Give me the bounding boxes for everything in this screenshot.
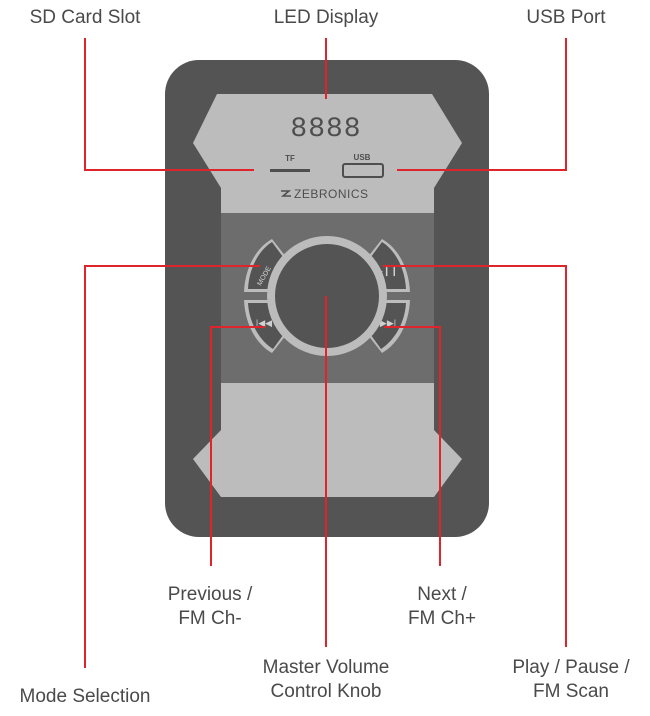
next-label: Next /FM Ch+	[407, 584, 477, 629]
led-digits: 8888	[290, 114, 361, 145]
play-pause-callout-line	[383, 265, 567, 647]
zebronics-logo-icon: ZEBRONICS	[280, 187, 369, 201]
previous-callout-line	[210, 326, 265, 566]
play-pause-icon: ▶❙❙	[376, 266, 398, 277]
previous-icon: |◀◀	[256, 318, 272, 328]
usb-port[interactable]	[342, 163, 384, 178]
play-pause-label: Play / Pause /FM Scan	[512, 657, 630, 702]
sd-card-callout-line	[84, 38, 254, 171]
tf-slot[interactable]	[270, 169, 310, 172]
mode-callout-line	[84, 265, 260, 668]
led-display-label: LED Display	[273, 7, 379, 28]
usb-label: USB	[354, 153, 371, 162]
brand-text: ZEBRONICS	[294, 187, 369, 201]
next-icon: ▶▶|	[380, 318, 396, 328]
tf-label: TF	[285, 154, 295, 163]
previous-label: Previous /FM Ch-	[167, 584, 253, 629]
usb-port-callout-line	[397, 38, 567, 171]
mode-selection-label: Mode Selection	[19, 686, 151, 707]
usb-port-label: USB Port	[526, 7, 606, 28]
sd-card-slot-label: SD Card Slot	[29, 7, 141, 28]
bottom-panel	[193, 383, 462, 497]
callout-lines	[84, 38, 567, 668]
top-panel	[193, 94, 462, 213]
next-callout-line	[384, 326, 441, 566]
